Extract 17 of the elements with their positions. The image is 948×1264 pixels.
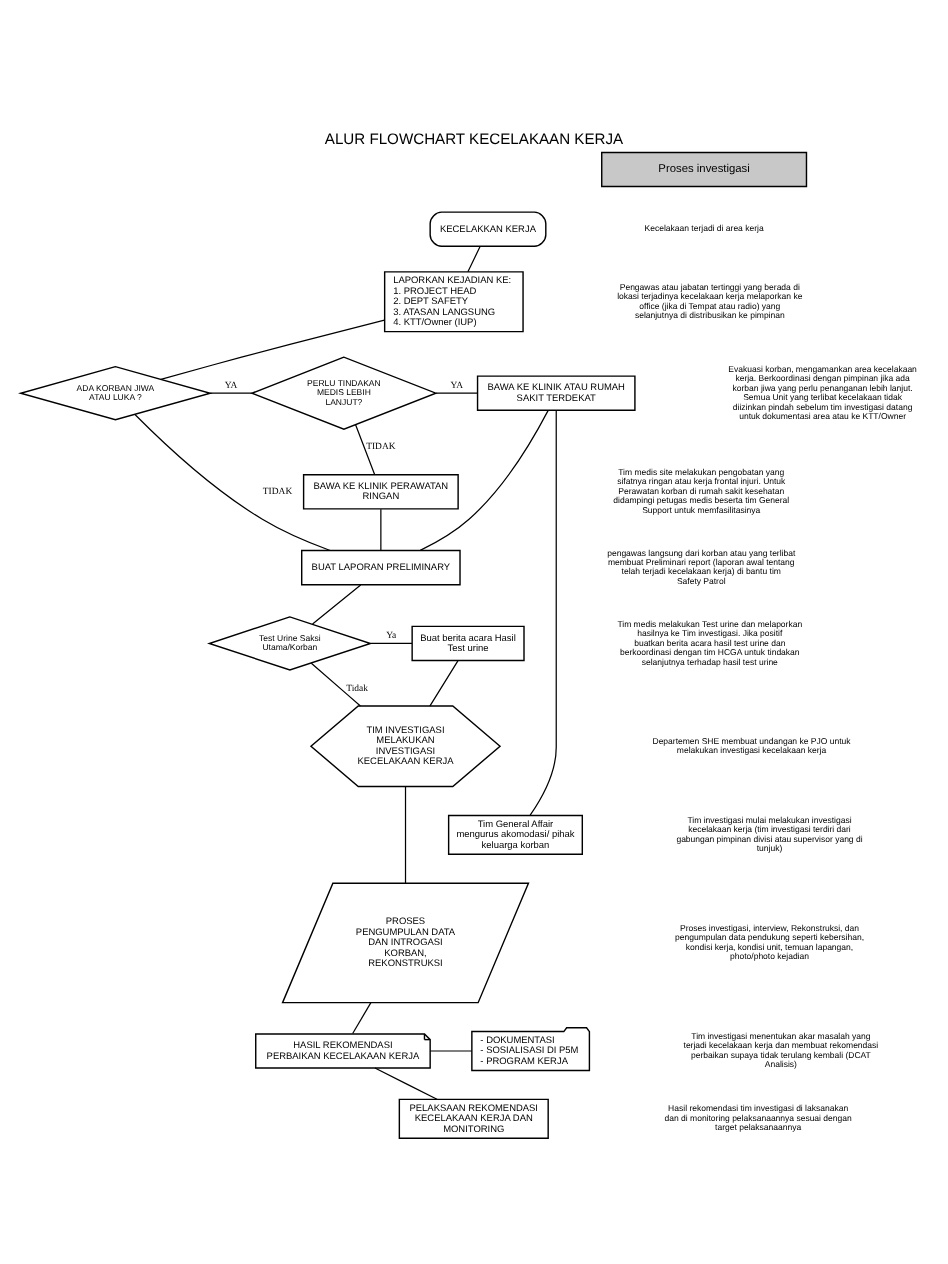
connector	[134, 413, 331, 551]
connector	[529, 408, 557, 815]
connector	[429, 659, 459, 706]
connector	[419, 409, 549, 551]
connector	[467, 244, 481, 272]
connector	[310, 661, 362, 706]
connector	[160, 318, 386, 379]
connector	[435, 391, 479, 393]
connector	[370, 641, 413, 644]
diagram-title: ALUR FLOWCHART KECELAKAAN KERJA	[324, 128, 624, 147]
connector	[380, 507, 382, 550]
connector	[352, 1001, 372, 1034]
connector	[209, 391, 253, 393]
connector	[354, 423, 376, 475]
connector	[429, 1049, 473, 1051]
connector	[311, 583, 362, 624]
connector	[404, 785, 407, 883]
